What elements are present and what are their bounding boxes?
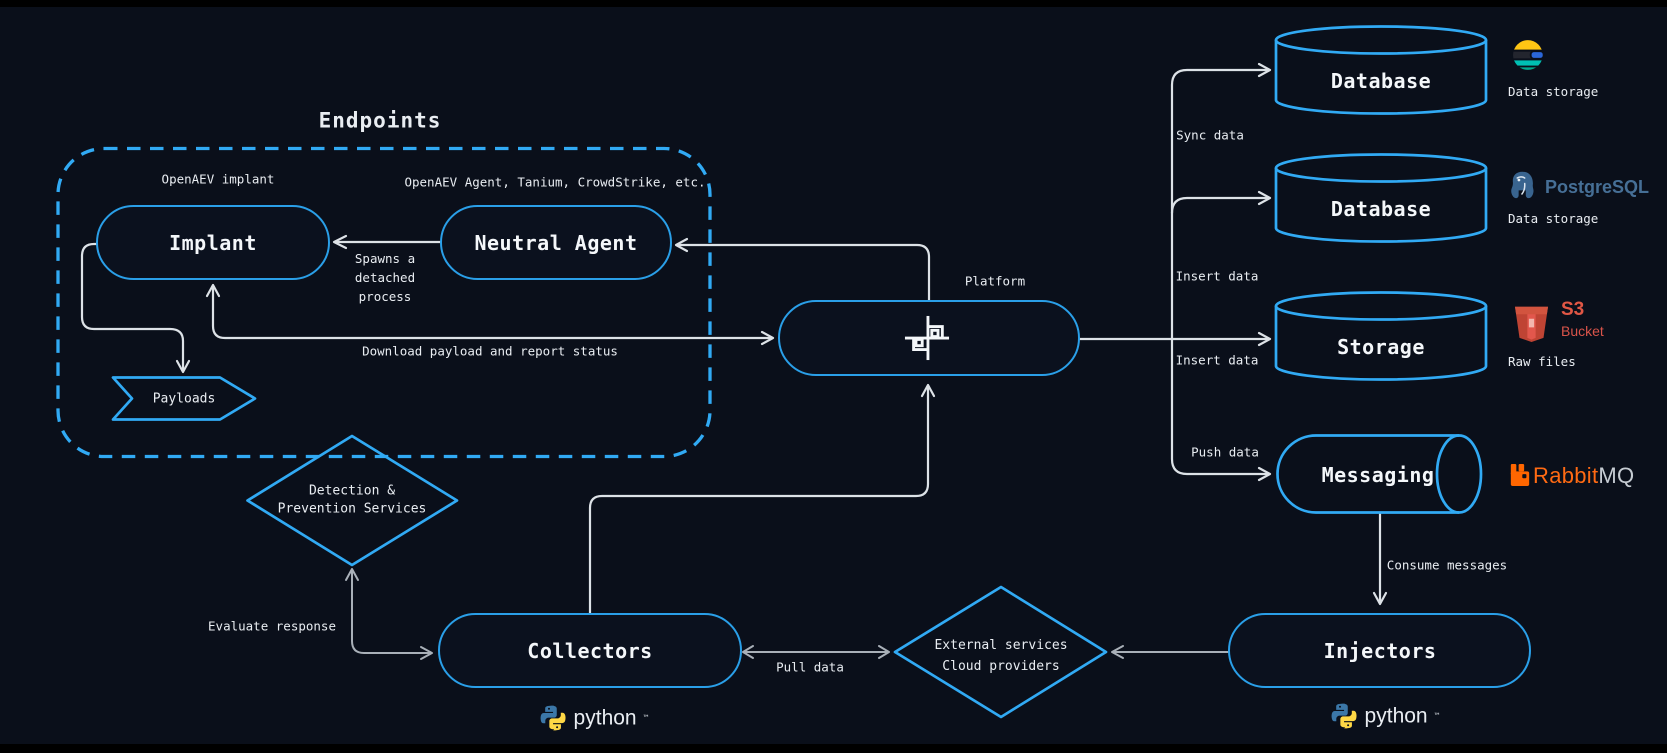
elasticsearch-caption: Data storage (1508, 84, 1599, 99)
python-wordmark: python (1364, 704, 1428, 727)
arrowhead-into-database-top (1257, 62, 1272, 78)
python-icon (1331, 703, 1357, 729)
arrowhead-into-platform-left (760, 330, 775, 346)
neutral-agent-node (440, 205, 672, 280)
wire-detection-collectors (351, 569, 431, 654)
python-trademark: ™ (1434, 711, 1440, 721)
endpoints-title: Endpoints (318, 108, 442, 133)
sync-data-label: Sync data (1176, 127, 1244, 143)
arrowhead-into-agent (674, 237, 689, 253)
platform-caption: Platform (964, 273, 1026, 289)
bottom-letterbox-bar (0, 744, 1667, 753)
collectors-label: Collectors (527, 639, 653, 663)
python-icon (540, 705, 566, 731)
implant-node (96, 205, 330, 280)
arrowhead-into-database-bottom (1257, 190, 1272, 206)
elasticsearch-icon (1513, 40, 1545, 70)
postgresql-wordmark: PostgreSQL (1545, 177, 1650, 197)
s3-bucket-sublabel: Bucket (1561, 323, 1604, 339)
arrowhead-into-collectors-right (742, 645, 754, 659)
injectors-label: Injectors (1323, 639, 1437, 663)
python-wordmark: python (573, 706, 637, 729)
detection-diamond-label: Detection & Prevention Services (277, 483, 427, 517)
arrowhead-into-implant (332, 234, 348, 250)
neutral-agent-caption: OpenAEV Agent, Tanium, CrowdStrike, etc. (404, 174, 706, 190)
pull-data-label: Pull data (776, 659, 844, 675)
payloads-label: Payloads (152, 391, 216, 407)
rabbitmq-wordmark: RabbitMQ (1533, 463, 1634, 489)
rabbitmq-wordmark-rabbit: Rabbit (1533, 463, 1599, 488)
rabbitmq-icon (1510, 464, 1530, 486)
neutral-agent-label: Neutral Agent (474, 231, 638, 255)
postgresql-icon (1511, 171, 1534, 199)
s3-wordmark: S3 (1561, 299, 1585, 320)
implant-caption: OpenAEV implant (161, 171, 275, 187)
arrowhead-into-payloads (175, 359, 191, 374)
collectors-python-badge: python ™ (540, 705, 649, 732)
storage-label: Storage (1337, 335, 1425, 359)
wire-download-report (211, 284, 773, 340)
push-data-label: Push data (1191, 444, 1259, 460)
arrowhead-into-external-right (1111, 645, 1124, 659)
s3-bucket-icon (1515, 306, 1548, 342)
arrowhead-into-collectors-left (420, 646, 433, 660)
platform-logo-icon (904, 315, 950, 361)
collectors-node (438, 613, 742, 688)
injectors-python-badge: python ™ (1331, 703, 1440, 730)
messaging-label: Messaging (1321, 463, 1435, 487)
download-report-label: Download payload and report status (362, 343, 618, 359)
consume-messages-label: Consume messages (1386, 557, 1508, 573)
wire-trunk-to-database-bottom (1170, 196, 1270, 215)
arrowhead-into-platform-bottom (920, 383, 936, 398)
arrowhead-into-detection (345, 568, 359, 581)
insert-data-label-db: Insert data (1175, 268, 1259, 284)
python-trademark: ™ (643, 713, 649, 723)
rabbitmq-wordmark-mq: MQ (1598, 463, 1635, 488)
implant-label: Implant (169, 231, 257, 255)
s3-caption: Raw files (1508, 354, 1576, 369)
arrowhead-into-external-left (878, 645, 890, 659)
wire-collectors-to-platform (588, 384, 930, 615)
arrowhead-into-storage (1257, 331, 1272, 347)
evaluate-response-label: Evaluate response (208, 618, 336, 634)
database-top-label: Database (1330, 69, 1432, 93)
wire-platform-to-agent (676, 243, 931, 302)
insert-data-label-storage: Insert data (1175, 352, 1259, 368)
arrowhead-into-injectors (1372, 591, 1388, 606)
postgresql-caption: Data storage (1508, 211, 1599, 226)
top-letterbox-bar (0, 0, 1667, 7)
wire-trunk-to-database-top (1170, 68, 1270, 341)
spawns-process-label: Spawns a detached process (354, 250, 416, 304)
injectors-node (1228, 613, 1531, 688)
arrowhead-into-implant-bottom (205, 283, 221, 298)
external-diamond-label: External services Cloud providers (934, 638, 1068, 674)
arrowhead-into-messaging (1257, 466, 1272, 482)
database-bottom-label: Database (1330, 197, 1432, 221)
